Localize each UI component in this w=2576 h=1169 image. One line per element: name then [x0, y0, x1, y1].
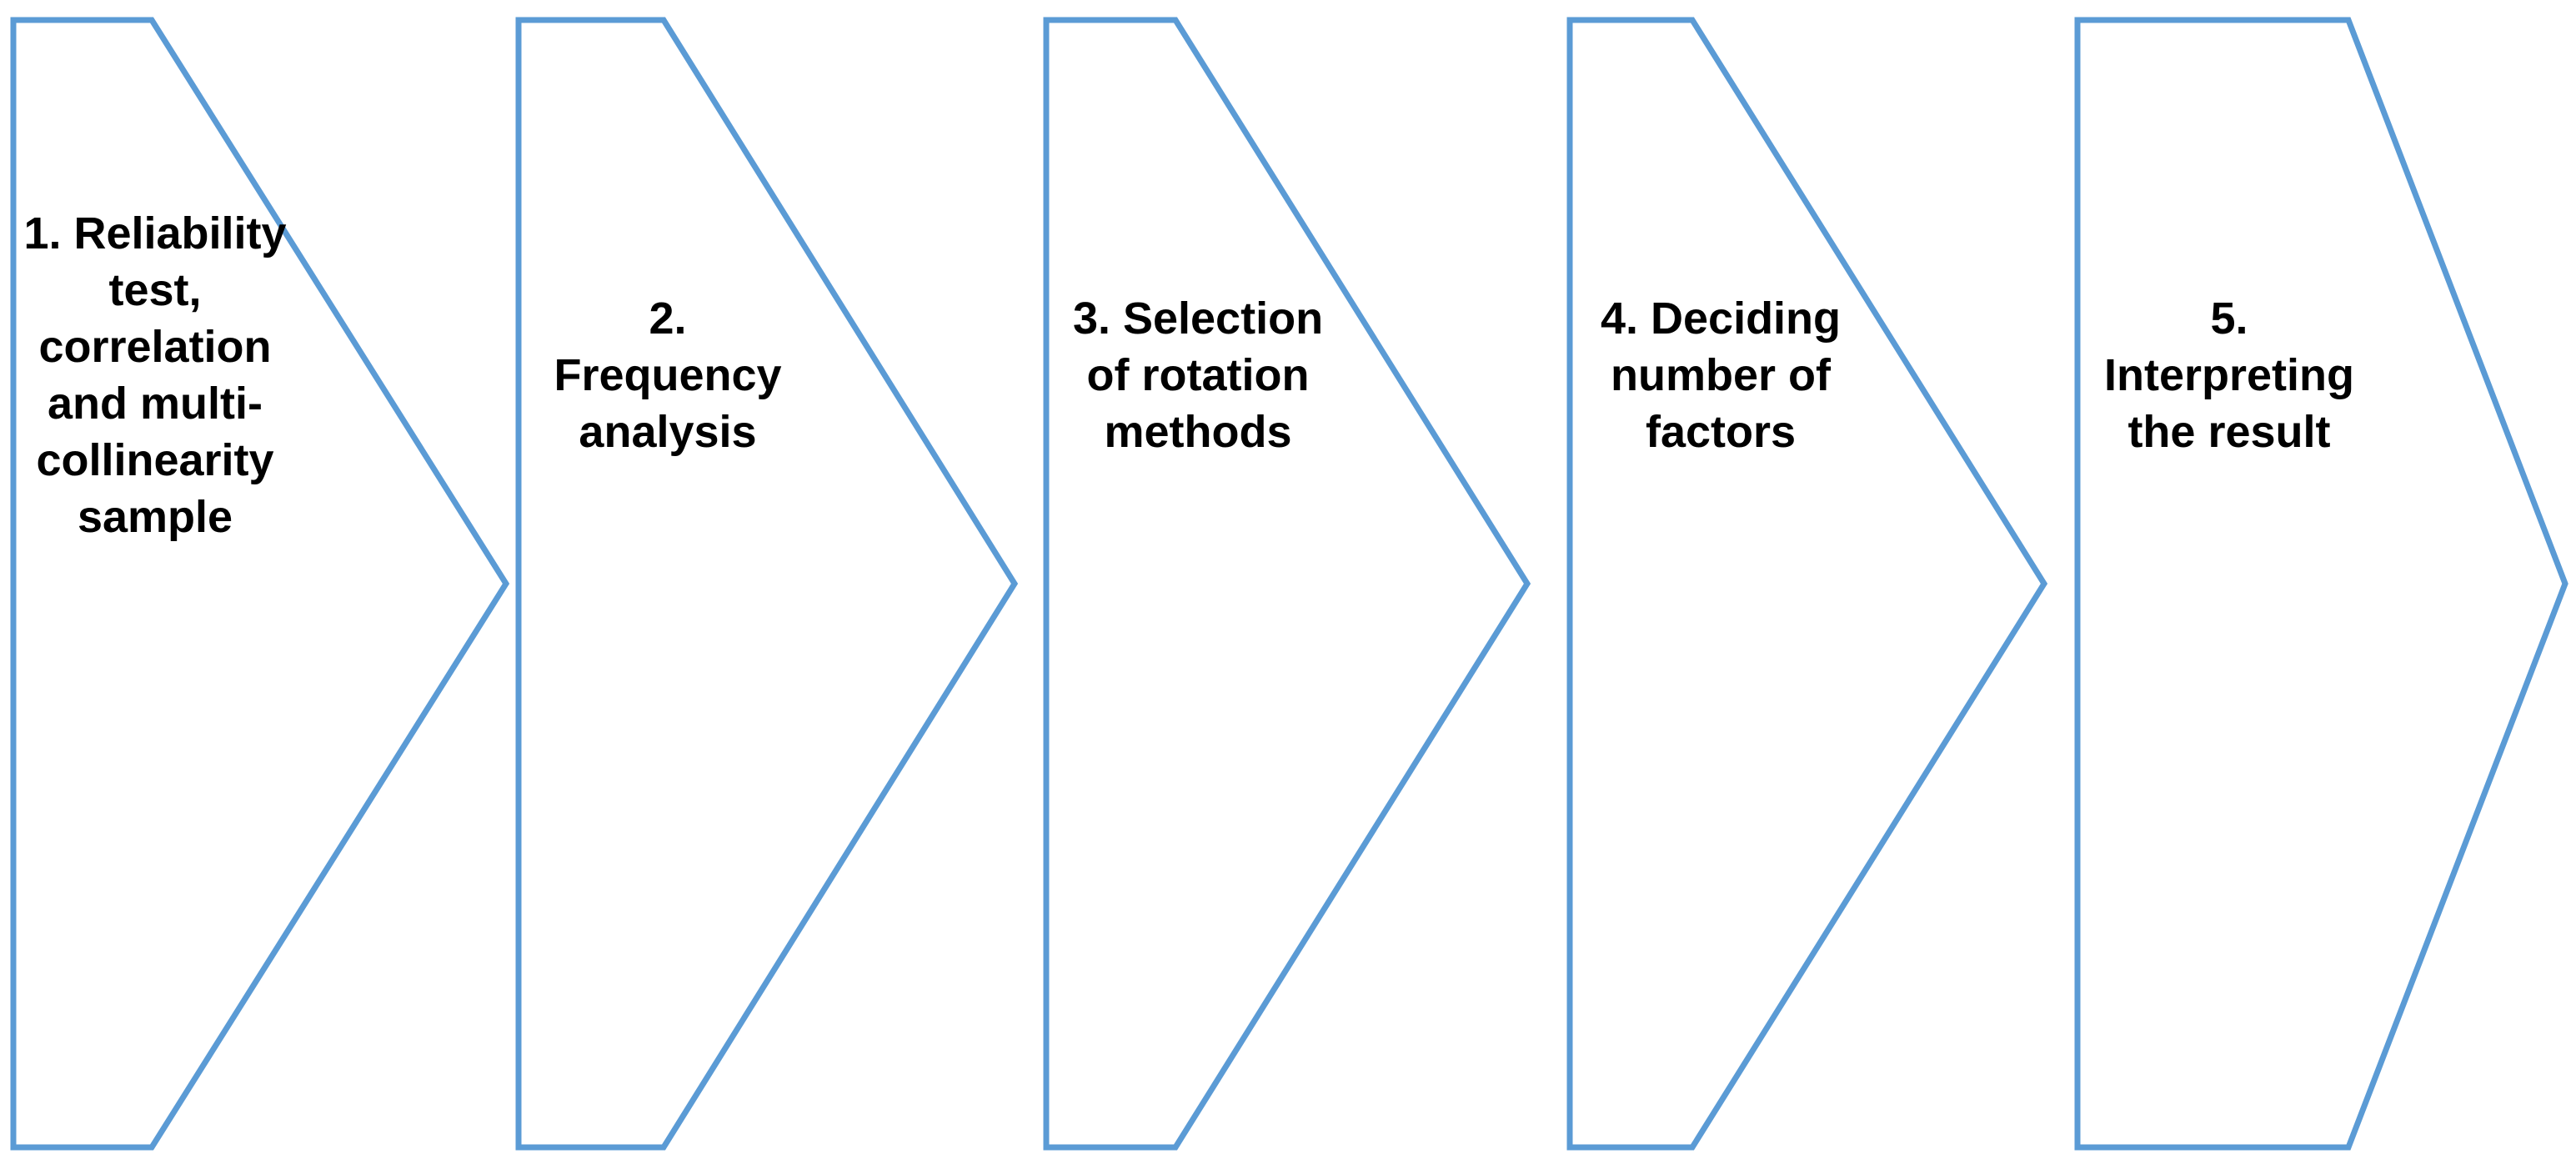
chevron-shape-4[interactable]	[1566, 17, 2048, 1151]
chevron-shape-2[interactable]	[515, 17, 1019, 1151]
chevron-shape-5[interactable]	[2074, 17, 2568, 1151]
chevron-shape-1[interactable]	[10, 17, 510, 1151]
chevron-shape-3[interactable]	[1043, 17, 1531, 1151]
